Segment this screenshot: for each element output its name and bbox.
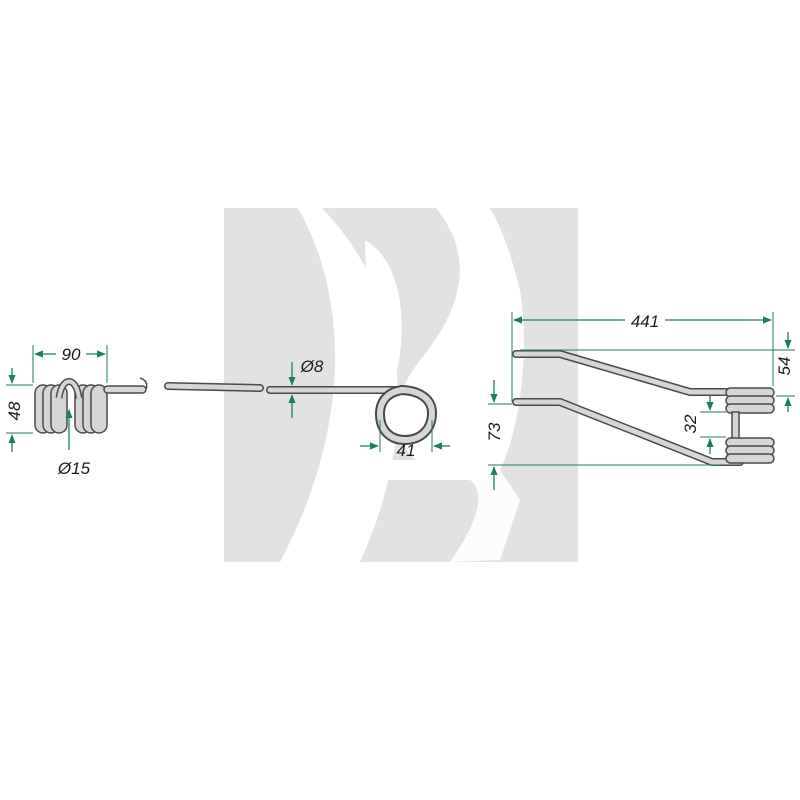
dimension-wire-diameter: Ø8 — [288, 357, 324, 418]
tine-length-label: 441 — [631, 312, 659, 331]
dimension-top-offset: 54 — [520, 332, 795, 412]
tine-top-view — [512, 350, 775, 466]
watermark-logo — [224, 208, 578, 562]
dimension-tine-length: 441 — [511, 310, 774, 402]
coil-bore-label: Ø15 — [57, 459, 91, 478]
dimension-eye-diameter: 41 — [360, 420, 450, 460]
coil-height-label: 48 — [5, 401, 24, 420]
eye-diameter-label: 41 — [397, 441, 416, 460]
dimension-coil-length: 90 — [32, 345, 108, 383]
top-offset-label: 54 — [775, 357, 794, 376]
dimension-coil-height: 48 — [5, 368, 33, 452]
coil-length-label: 90 — [62, 345, 81, 364]
tine-front-view — [164, 382, 438, 446]
dimension-coil-gap: 32 — [681, 396, 726, 454]
total-height-label: 73 — [485, 422, 504, 441]
coil-side-view — [34, 377, 148, 434]
dimension-coil-bore: Ø15 — [57, 409, 91, 478]
dimension-total-height: 73 — [485, 380, 720, 490]
coil-gap-label: 32 — [681, 414, 700, 433]
wire-diameter-label: Ø8 — [300, 357, 324, 376]
